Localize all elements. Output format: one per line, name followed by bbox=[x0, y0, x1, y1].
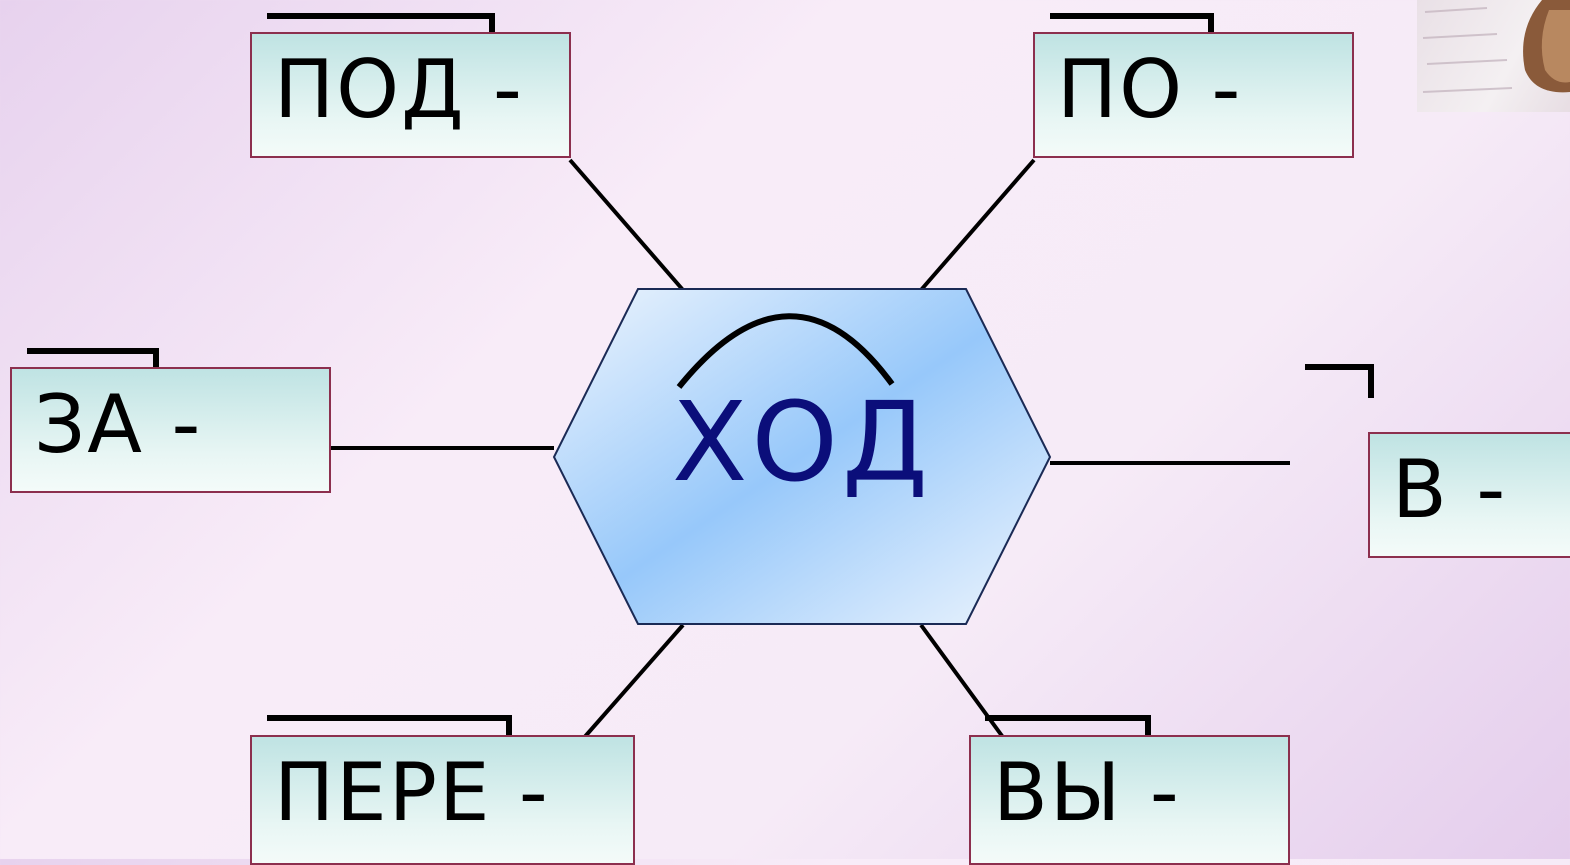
prefix-mark-za bbox=[27, 348, 159, 382]
prefix-box-pod: ПОД - bbox=[250, 32, 571, 158]
prefix-box-za: ЗА - bbox=[10, 367, 331, 493]
corner-decor-image bbox=[1417, 0, 1570, 112]
prefix-mark-po bbox=[1050, 13, 1214, 47]
prefix-label-pod: ПОД - bbox=[274, 43, 524, 136]
prefix-mark-pere bbox=[267, 715, 512, 749]
prefix-mark-vy bbox=[985, 715, 1151, 749]
root-hexagon: ХОД bbox=[552, 287, 1052, 627]
prefix-label-vy: ВЫ - bbox=[993, 746, 1181, 839]
connector-po bbox=[919, 158, 1036, 292]
connector-pere bbox=[580, 623, 685, 742]
prefix-label-po: ПО - bbox=[1057, 43, 1243, 136]
prefix-mark-v bbox=[1305, 364, 1374, 398]
prefix-box-v: В - bbox=[1368, 432, 1570, 558]
connector-pod bbox=[568, 158, 685, 292]
prefix-box-pere: ПЕРЕ - bbox=[250, 735, 635, 865]
root-arc-mark bbox=[676, 313, 895, 389]
prefix-label-v: В - bbox=[1392, 443, 1508, 536]
root-word: ХОД bbox=[672, 378, 932, 506]
prefix-label-pere: ПЕРЕ - bbox=[274, 746, 550, 839]
prefix-box-vy: ВЫ - bbox=[969, 735, 1290, 865]
owl-picture-icon bbox=[1422, 0, 1570, 93]
prefix-mark-pod bbox=[267, 13, 495, 47]
prefix-label-za: ЗА - bbox=[34, 378, 203, 471]
prefix-box-po: ПО - bbox=[1033, 32, 1354, 158]
hexagon-shape bbox=[552, 288, 1052, 625]
